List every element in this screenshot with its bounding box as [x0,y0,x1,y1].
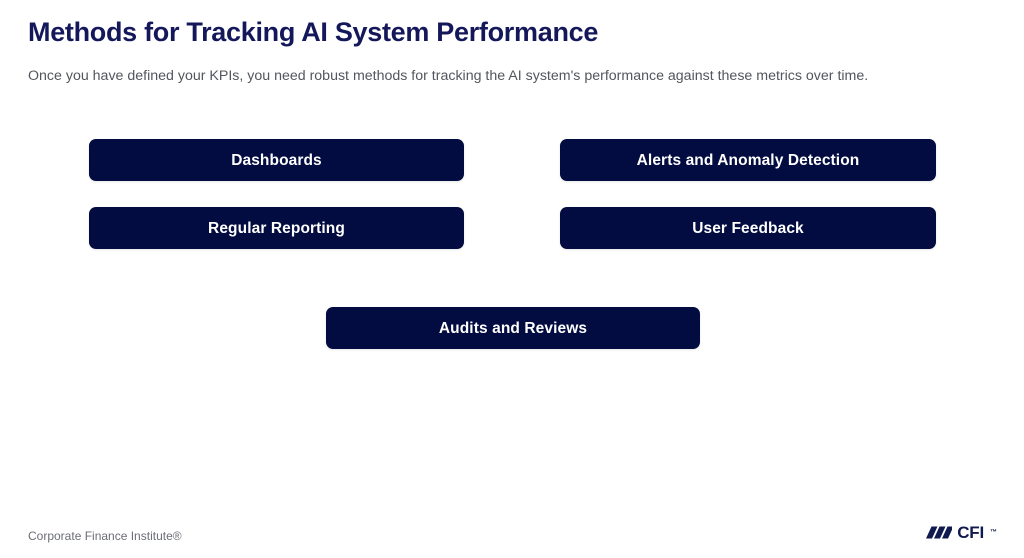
method-box-regular-reporting[interactable]: Regular Reporting [89,207,464,249]
method-box-dashboards[interactable]: Dashboards [89,139,464,181]
cfi-wordmark: CFI [957,522,984,542]
page-title: Methods for Tracking AI System Performan… [28,17,599,47]
method-box-label: Regular Reporting [208,219,345,237]
method-box-user-feedback[interactable]: User Feedback [560,207,936,249]
cfi-trademark-icon: ™ [990,528,997,536]
cfi-logo: CFI ™ [926,521,997,543]
page-subtitle: Once you have defined your KPIs, you nee… [28,68,869,84]
method-box-label: Alerts and Anomaly Detection [636,151,860,169]
method-box-label: Dashboards [231,151,322,169]
footer-attribution: Corporate Finance Institute® [28,529,182,543]
method-box-label: Audits and Reviews [438,319,588,337]
method-box-alerts-and-anomaly-detection[interactable]: Alerts and Anomaly Detection [560,139,936,181]
method-box-audits-and-reviews[interactable]: Audits and Reviews [326,307,700,349]
cfi-bars-icon [926,526,953,538]
method-box-label: User Feedback [692,219,804,237]
